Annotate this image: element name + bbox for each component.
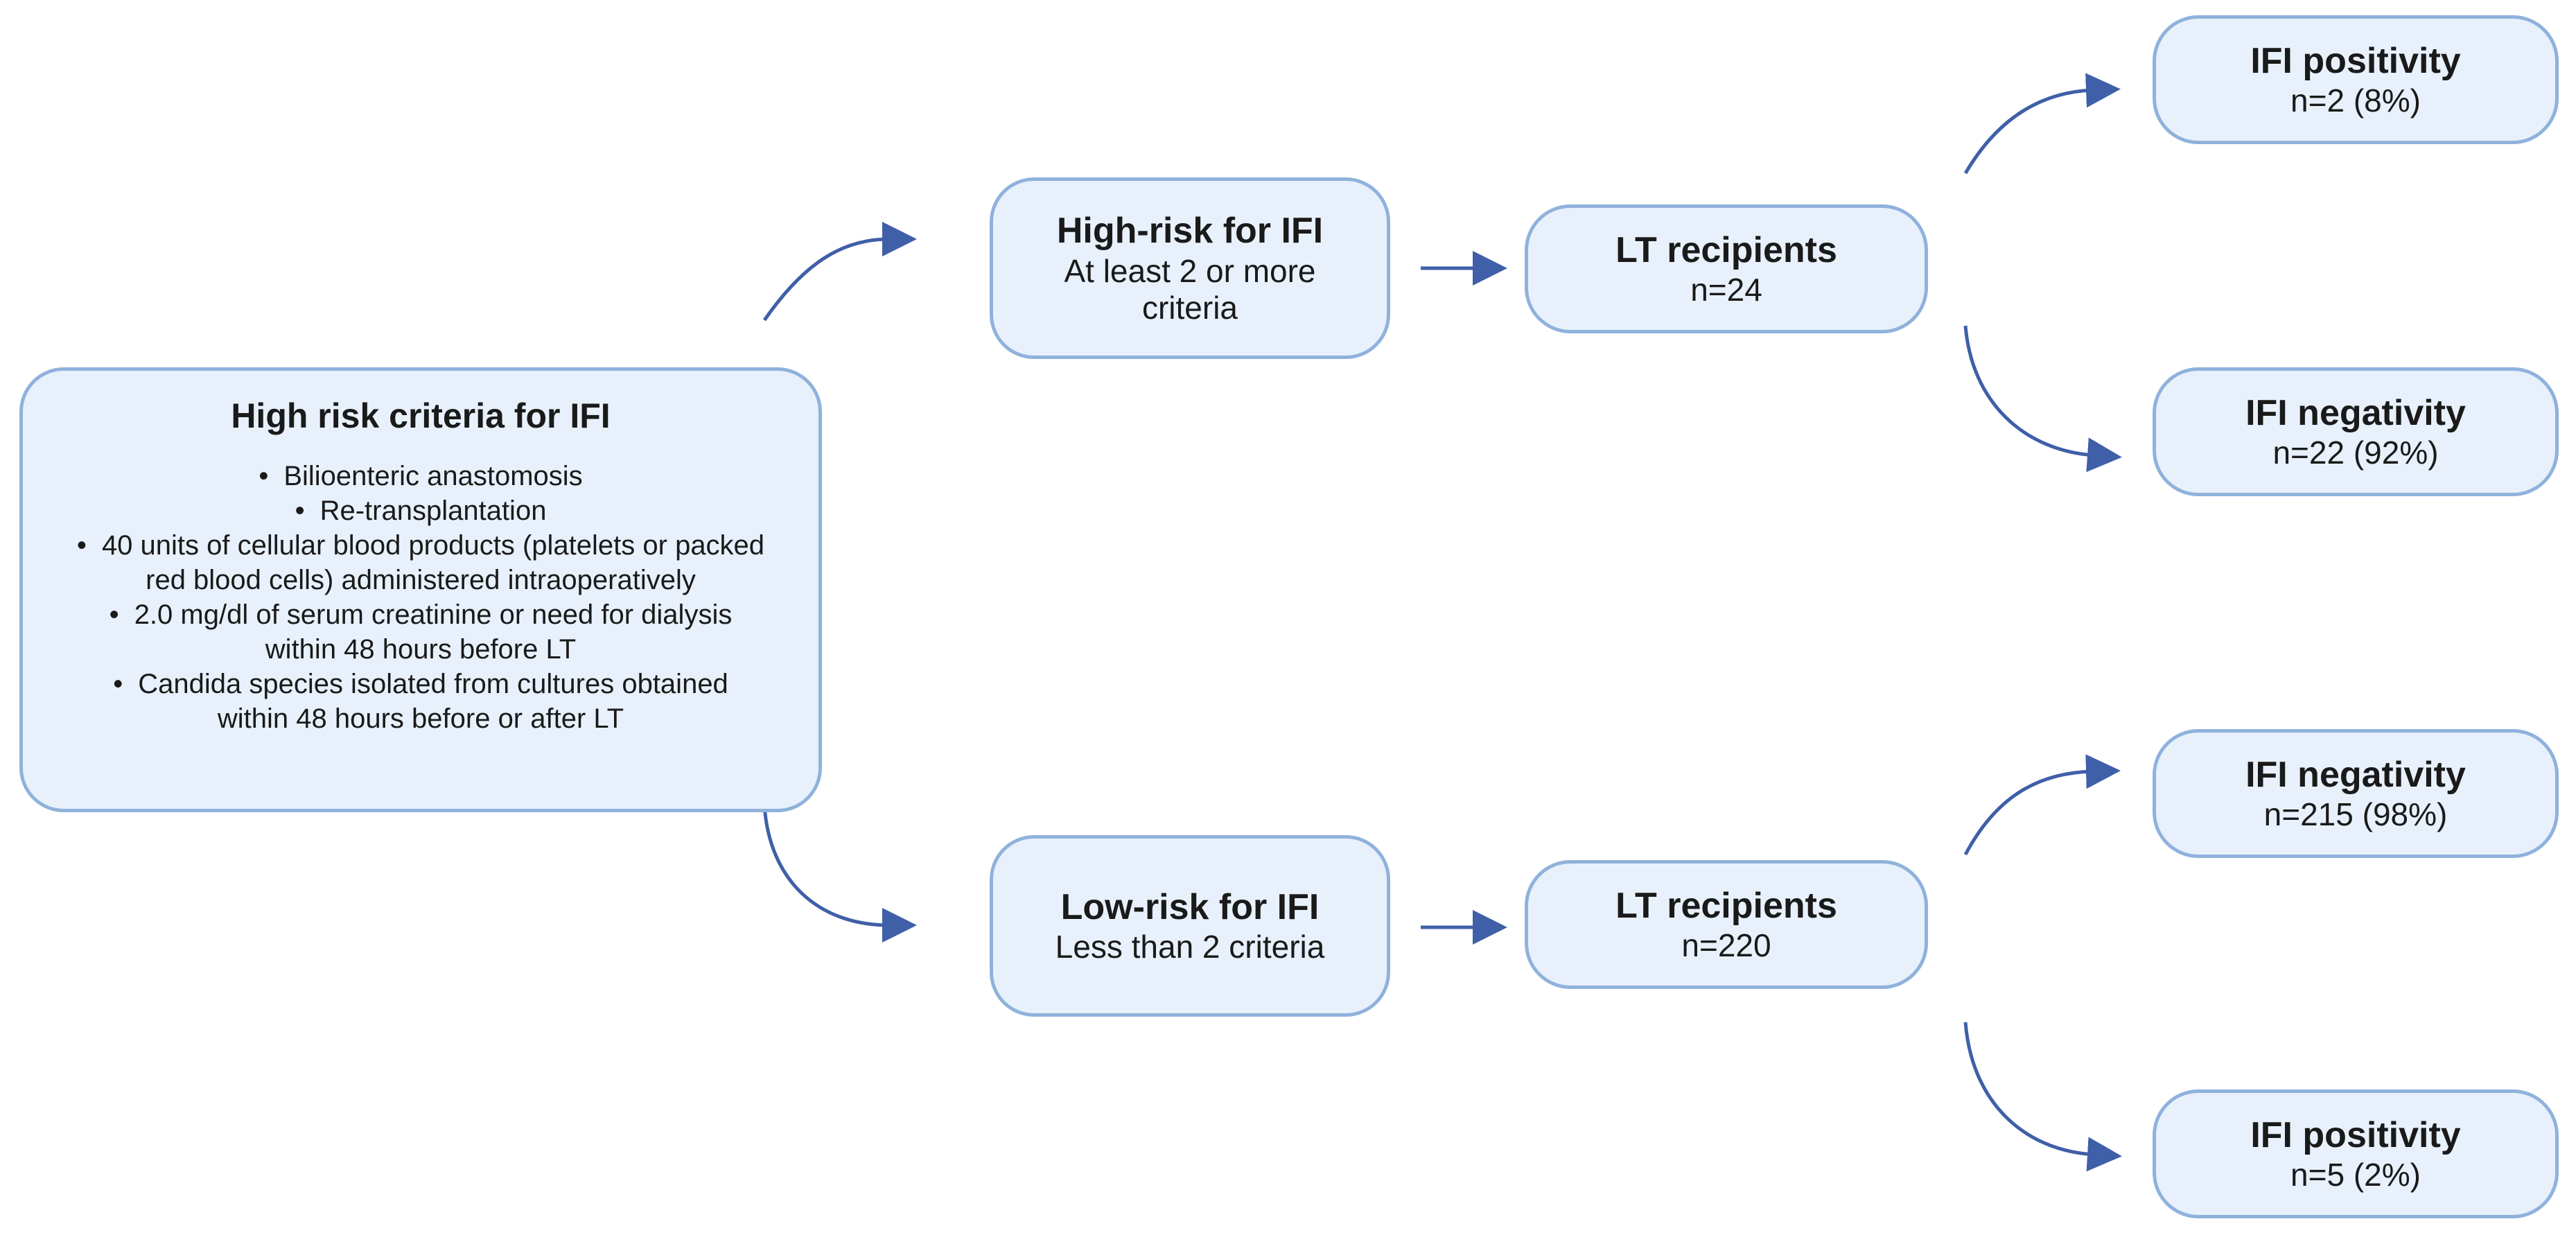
criteria-list: Bilioenteric anastomosis Re-transplantat… [23,459,818,736]
low-risk-recipients-box: LT recipients n=220 [1525,860,1928,989]
outcome-value: n=5 (2%) [2290,1157,2421,1193]
outcome-value: n=22 (92%) [2272,435,2439,471]
criteria-item: 2.0 mg/dl of serum creatinine or need fo… [44,597,798,667]
recipients-title: LT recipients [1615,885,1837,926]
outcome-title: IFI positivity [2250,1114,2461,1155]
high-risk-negativity-box: IFI negativity n=22 (92%) [2153,367,2559,496]
high-risk-box: High-risk for IFI At least 2 or more cri… [990,177,1390,359]
criteria-item: Candida species isolated from cultures o… [44,667,798,736]
arrow-high-to-negativity [1963,325,2122,473]
outcome-title: IFI positivity [2250,40,2461,81]
outcome-value: n=215 (98%) [2263,796,2448,833]
low-risk-box: Low-risk for IFI Less than 2 criteria [990,835,1390,1017]
outcome-title: IFI negativity [2245,754,2466,795]
low-risk-subtitle: Less than 2 criteria [1055,929,1325,965]
high-risk-positivity-box: IFI positivity n=2 (8%) [2153,15,2559,144]
criteria-item: 40 units of cellular blood products (pla… [44,528,798,597]
criteria-item: Bilioenteric anastomosis [44,459,798,493]
outcome-title: IFI negativity [2245,392,2466,433]
recipients-count: n=24 [1690,272,1762,308]
high-risk-title: High-risk for IFI [1056,211,1324,252]
arrow-low-to-negativity [1963,754,2121,856]
recipients-count: n=220 [1681,927,1771,964]
outcome-value: n=2 (8%) [2290,82,2421,119]
arrow-criteria-to-high-risk [762,222,917,322]
criteria-item: Re-transplantation [44,493,798,528]
criteria-title: High risk criteria for IFI [231,396,611,435]
high-risk-subtitle: At least 2 or more criteria [1064,252,1316,326]
low-risk-title: Low-risk for IFI [1060,886,1320,927]
criteria-box: High risk criteria for IFI Bilioenteric … [19,367,822,812]
low-risk-positivity-box: IFI positivity n=5 (2%) [2153,1089,2559,1218]
high-risk-recipients-box: LT recipients n=24 [1525,204,1928,333]
recipients-title: LT recipients [1615,229,1837,270]
arrow-criteria-to-low-risk [762,805,917,943]
low-risk-negativity-box: IFI negativity n=215 (98%) [2153,729,2559,858]
arrow-high-to-positivity [1963,73,2121,175]
arrow-low-to-positivity [1963,1022,2122,1172]
